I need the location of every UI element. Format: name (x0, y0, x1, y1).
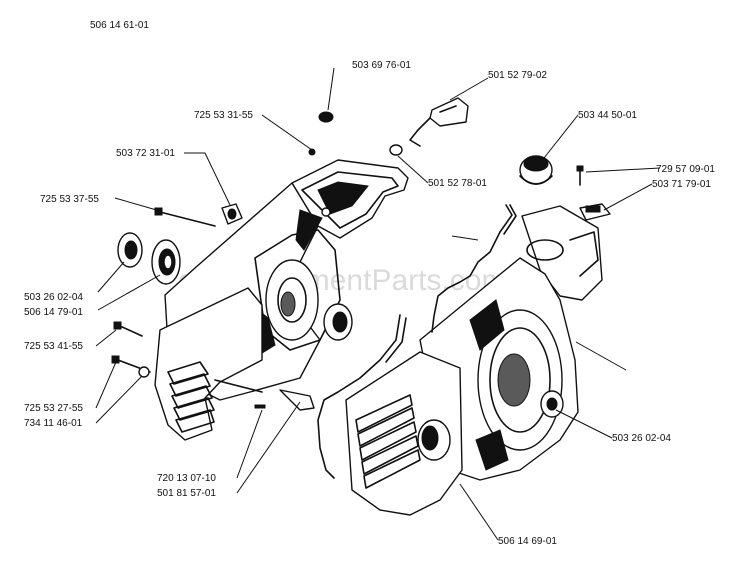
part-label: 725 53 37-55 (40, 194, 99, 205)
gaskets (317, 204, 517, 479)
part-label: 503 26 02-04 (612, 433, 671, 444)
part-label: 503 72 31-01 (116, 148, 175, 159)
part-label: 506 14 69-01 (498, 536, 557, 547)
part-labels: 506 14 61-01 503 69 76-01 501 52 79-02 7… (24, 20, 715, 547)
handle-bracket (409, 97, 469, 147)
right-crankcase-half (345, 205, 603, 516)
right-small-parts (519, 155, 611, 221)
left-crankcase-half (154, 159, 409, 441)
part-label: 503 71 79-01 (652, 179, 711, 190)
part-label: 725 53 41-55 (24, 341, 83, 352)
part-label: 725 53 31-55 (194, 110, 253, 121)
part-label: 720 13 07-10 (157, 473, 216, 484)
part-label: 501 81 57-01 (157, 488, 216, 499)
left-small-parts (111, 111, 403, 411)
part-label: 729 57 09-01 (656, 164, 715, 175)
part-label: 501 52 78-01 (428, 178, 487, 189)
part-label: 725 53 27-55 (24, 403, 83, 414)
part-label: 734 11 46-01 (24, 418, 83, 429)
part-label: 501 52 79-02 (488, 70, 547, 81)
leader-lines (95, 67, 661, 541)
diagram-code: 506 14 61-01 (90, 20, 149, 31)
part-label: 503 44 50-01 (578, 110, 637, 121)
part-label: 506 14 79-01 (24, 307, 83, 318)
part-label: 503 26 02-04 (24, 292, 83, 303)
part-label: 503 69 76-01 (352, 60, 411, 71)
